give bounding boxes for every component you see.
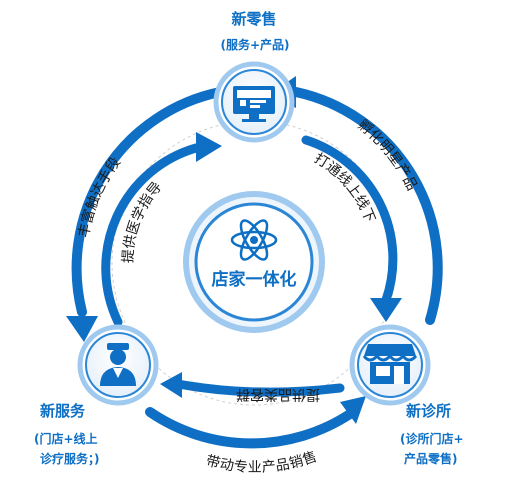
outer-bottom-label: 带动专业产品销售 (204, 449, 319, 476)
right-node (349, 324, 431, 406)
left-node (77, 324, 159, 406)
top-node-subtitle: (服务+产品) (220, 38, 290, 52)
center-circle-inner (194, 202, 314, 322)
inner-left-arrow (101, 143, 201, 327)
shop-awning-icon (362, 344, 418, 384)
left-node-subtitle-line1: (门店+线上 (34, 432, 98, 446)
outer-left-arrowhead (66, 316, 98, 342)
outer-right-arrow (291, 87, 443, 325)
top-node (213, 61, 295, 143)
outer-bottom-arrowhead (340, 396, 366, 424)
inner-bottom-arrowhead (160, 372, 182, 398)
outer-left-arrow (71, 87, 225, 317)
left-node-title: 新服务 (40, 402, 86, 420)
center-label: 店家一体化 (211, 270, 297, 290)
storefront-monitor-icon (233, 86, 275, 122)
left-node-subtitle-line2: 诊疗服务；) (40, 452, 100, 466)
right-node-subtitle-line2: 产品零售) (404, 452, 458, 466)
doctor-icon (100, 343, 136, 386)
atom-icon (230, 219, 278, 261)
inner-bottom-arrow (173, 379, 345, 397)
inner-right-arrowhead (370, 298, 402, 322)
inner-bottom-label: 提供品类客群 (236, 386, 320, 403)
right-node-subtitle-line1: (诊所门店+ (400, 432, 464, 446)
top-node-title: 新零售 (231, 10, 277, 28)
right-node-title: 新诊所 (406, 402, 452, 420)
outer-bottom-arrow (145, 407, 355, 449)
inner-right-arrow (301, 135, 398, 305)
inner-left-arrowhead (196, 132, 222, 162)
